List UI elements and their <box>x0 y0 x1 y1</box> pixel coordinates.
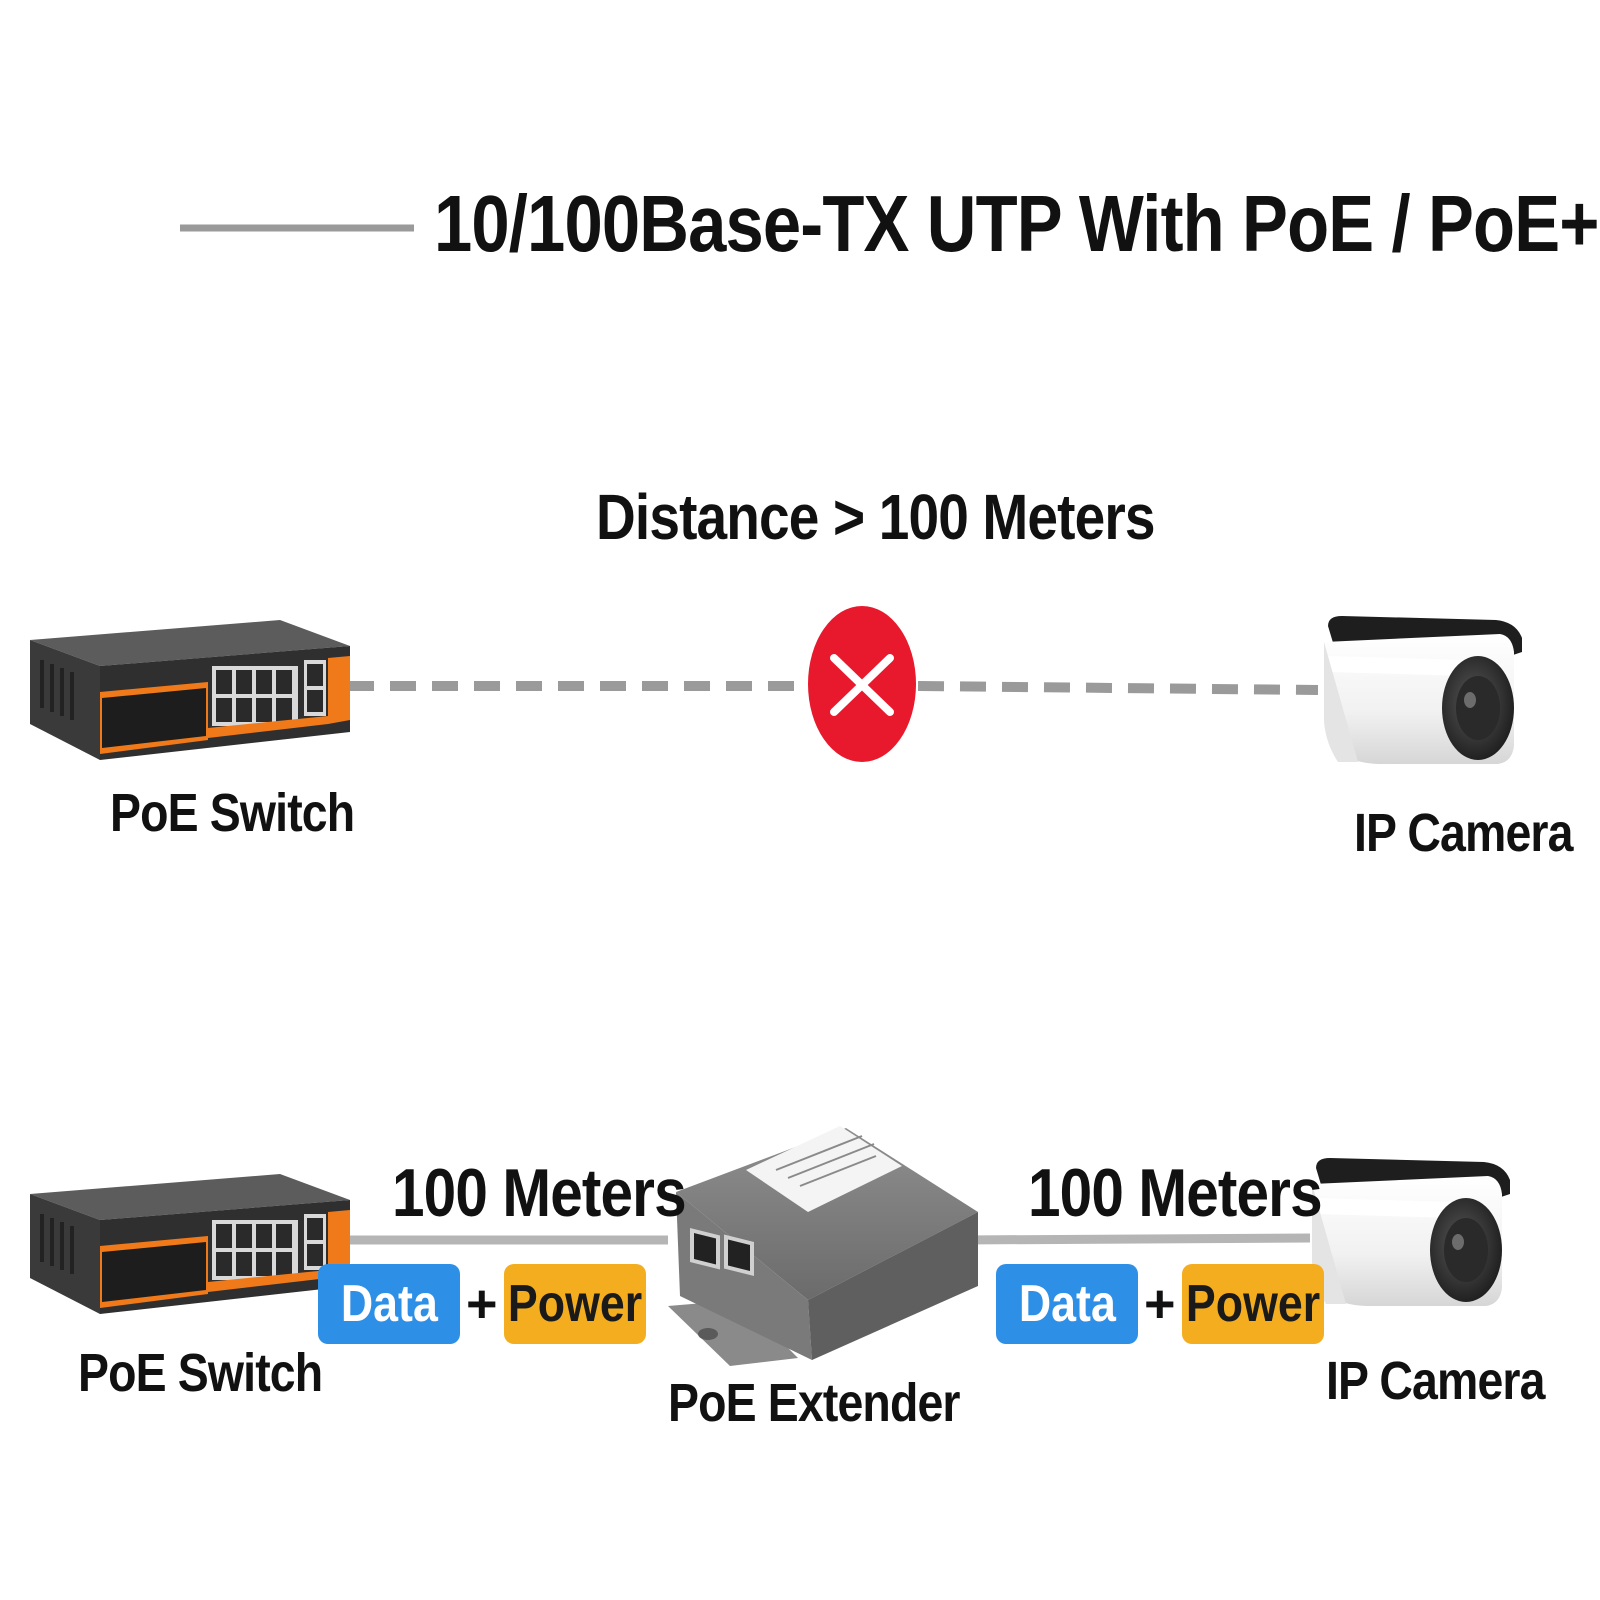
left-power-badge: Power <box>504 1264 646 1344</box>
ip-camera-label: IP Camera <box>1354 803 1573 863</box>
legend-title: 10/100Base-TX UTP With PoE / PoE+ <box>434 179 1599 268</box>
poe-switch-icon <box>30 620 350 760</box>
poe-switch-icon <box>30 1174 350 1314</box>
right-plus-sign: + <box>1144 1274 1176 1334</box>
poe-switch-label: PoE Switch <box>110 783 355 843</box>
poe-extender-label: PoE Extender <box>668 1373 960 1433</box>
bottom-cable-right <box>961 1233 1311 1245</box>
right-segment-length-label: 100 Meters <box>1028 1155 1323 1231</box>
right-power-badge: Power <box>1182 1264 1324 1344</box>
top-cable-right-dashed <box>917 681 1319 695</box>
left-segment-length-label: 100 Meters <box>392 1155 687 1231</box>
left-plus-sign: + <box>466 1274 498 1334</box>
left-data-badge: Data <box>318 1264 460 1344</box>
distance-label: Distance > 100 Meters <box>596 481 1156 553</box>
bullet-camera-icon <box>1324 616 1522 764</box>
x-mark-icon <box>808 606 916 762</box>
right-data-badge: Data <box>996 1264 1138 1344</box>
poe-extender-icon <box>668 1126 978 1366</box>
bullet-camera-icon <box>1312 1158 1510 1306</box>
ip-camera-label: IP Camera <box>1326 1351 1545 1411</box>
poe-switch-label: PoE Switch <box>78 1343 323 1403</box>
